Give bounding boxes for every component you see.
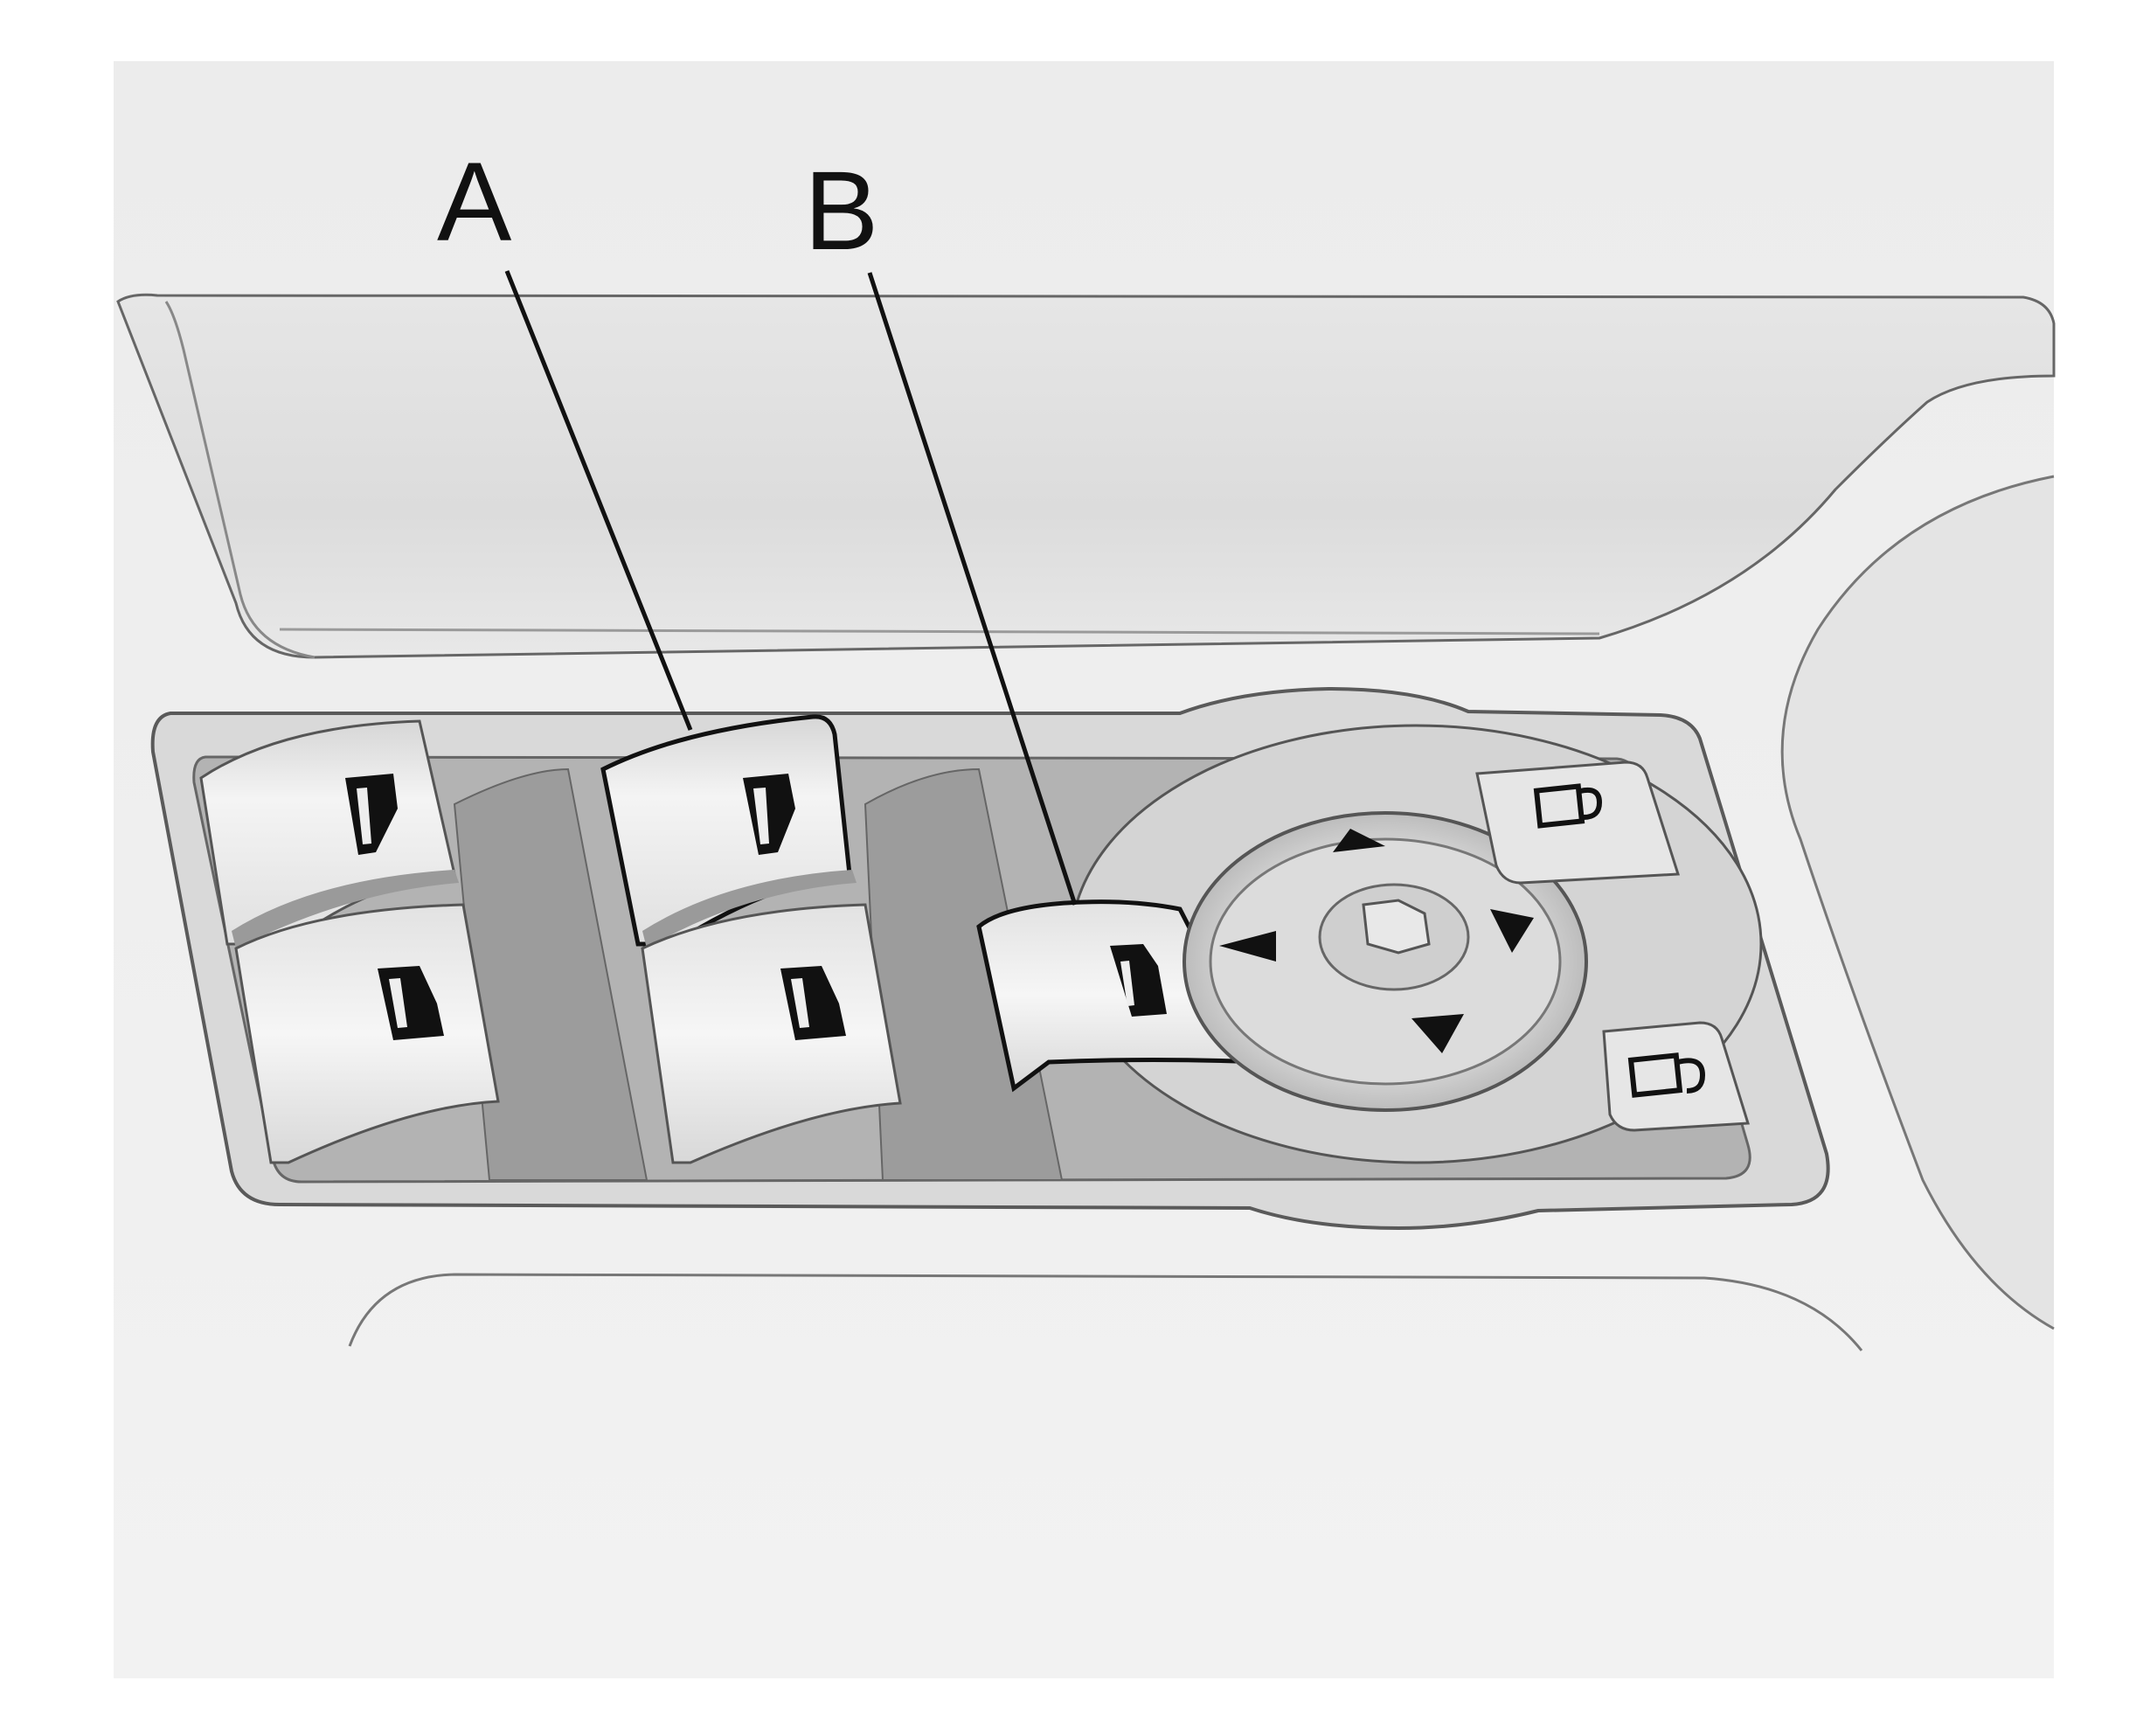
lock-icon: [1533, 783, 1603, 829]
arrow-right-icon[interactable]: [1490, 909, 1534, 953]
window-switch-rear-right[interactable]: [600, 714, 857, 948]
door-handle-recess: [1780, 475, 2055, 1330]
arrow-up-icon[interactable]: [1333, 829, 1385, 852]
switch-pocket: [453, 767, 648, 1181]
callout-a-leader: [504, 270, 693, 731]
unlock-button[interactable]: [1602, 1021, 1750, 1132]
window-switch-front-right[interactable]: [641, 903, 902, 1164]
window-switch-rear-left[interactable]: [199, 719, 459, 948]
lower-trim: [348, 1273, 1863, 1351]
callout-label-a: A: [437, 140, 512, 265]
arrow-down-icon[interactable]: [1411, 1014, 1464, 1053]
unlock-icon: [1627, 1052, 1706, 1098]
armrest-edge: [164, 301, 316, 659]
mirror-adjust-dial[interactable]: [1182, 811, 1588, 1112]
callout-label-b: B: [804, 149, 878, 274]
lock-button[interactable]: [1475, 760, 1681, 885]
arrow-left-icon[interactable]: [1219, 931, 1276, 962]
armrest-crease: [279, 628, 1600, 635]
callout-b-leader: [867, 272, 1078, 906]
window-switch-front-left[interactable]: [234, 903, 500, 1164]
